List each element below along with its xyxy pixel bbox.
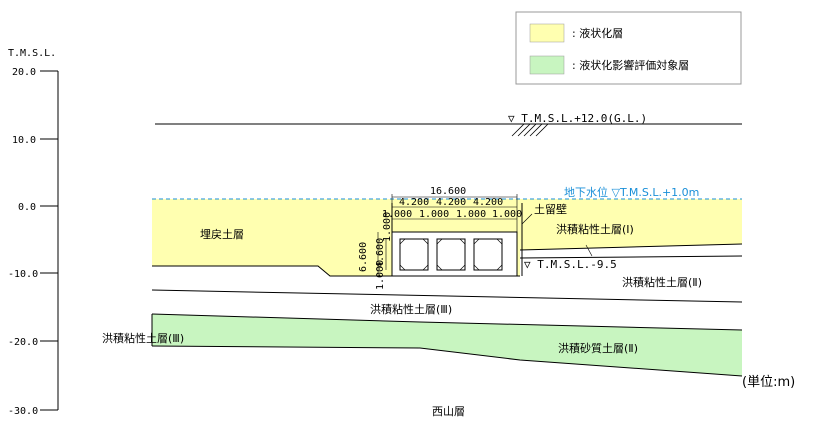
dim-bottom-slab: 1.000 xyxy=(375,260,386,290)
dim-total-height: 6.600 xyxy=(358,242,369,272)
dim-wall-4: 1.000 xyxy=(492,209,522,220)
clay3-center-label: 洪積粘性土層(Ⅲ) xyxy=(370,302,452,316)
box-culvert xyxy=(392,232,517,276)
dim-total-width: 16.600 xyxy=(430,186,466,197)
axis-tick-20: 20.0 xyxy=(12,67,36,78)
dim-top-slab: 1.000 xyxy=(382,212,393,242)
dim-bay-2: 4.200 xyxy=(436,197,466,208)
elevation-axis: T.M.S.L. 20.0 10.0 0.0 -10.0 -20.0 -30.0 xyxy=(8,48,58,417)
sand2-label: 洪積砂質土層(Ⅱ) xyxy=(558,341,638,355)
clay3-left-label: 洪積粘性土層(Ⅲ) xyxy=(102,331,184,345)
axis-tick-minus10: -10.0 xyxy=(8,269,38,280)
legend-influence-label: : 液状化影響評価対象層 xyxy=(572,58,689,72)
legend: : 液状化層 : 液状化影響評価対象層 xyxy=(516,12,741,84)
ground-hatch xyxy=(512,124,548,136)
axis-tick-10: 10.0 xyxy=(12,135,36,146)
dim-bay-1: 4.200 xyxy=(399,197,429,208)
dim-wall-3: 1.000 xyxy=(456,209,486,220)
dim-bay-3: 4.200 xyxy=(473,197,503,208)
bottom-level-label: ▽ T.M.S.L.-9.5 xyxy=(524,258,617,271)
retaining-wall-label: 土留壁 xyxy=(534,202,567,216)
axis-tick-0: 0.0 xyxy=(18,202,36,213)
axis-tick-minus20: -20.0 xyxy=(8,337,38,348)
nishiyama-label: 西山層 xyxy=(432,405,465,418)
ground-level-label: ▽ T.M.S.L.+12.0(G.L.) xyxy=(508,112,647,125)
axis-tick-minus30: -30.0 xyxy=(8,406,38,417)
clay2-label: 洪積粘性土層(Ⅱ) xyxy=(622,275,702,289)
fill-layer-label: 埋戻土層 xyxy=(200,228,244,241)
legend-liquefaction-label: : 液状化層 xyxy=(572,26,623,40)
dim-wall-2: 1.000 xyxy=(419,209,449,220)
legend-swatch-influence xyxy=(530,56,564,74)
sand-layer-region xyxy=(152,314,742,376)
unit-label: (単位:m) xyxy=(742,374,795,390)
legend-swatch-liquefaction xyxy=(530,24,564,42)
clay1-label: 洪積粘性土層(Ⅰ) xyxy=(556,222,634,236)
groundwater-label: 地下水位 ▽T.M.S.L.+1.0m xyxy=(564,185,699,199)
axis-title: T.M.S.L. xyxy=(8,48,56,59)
